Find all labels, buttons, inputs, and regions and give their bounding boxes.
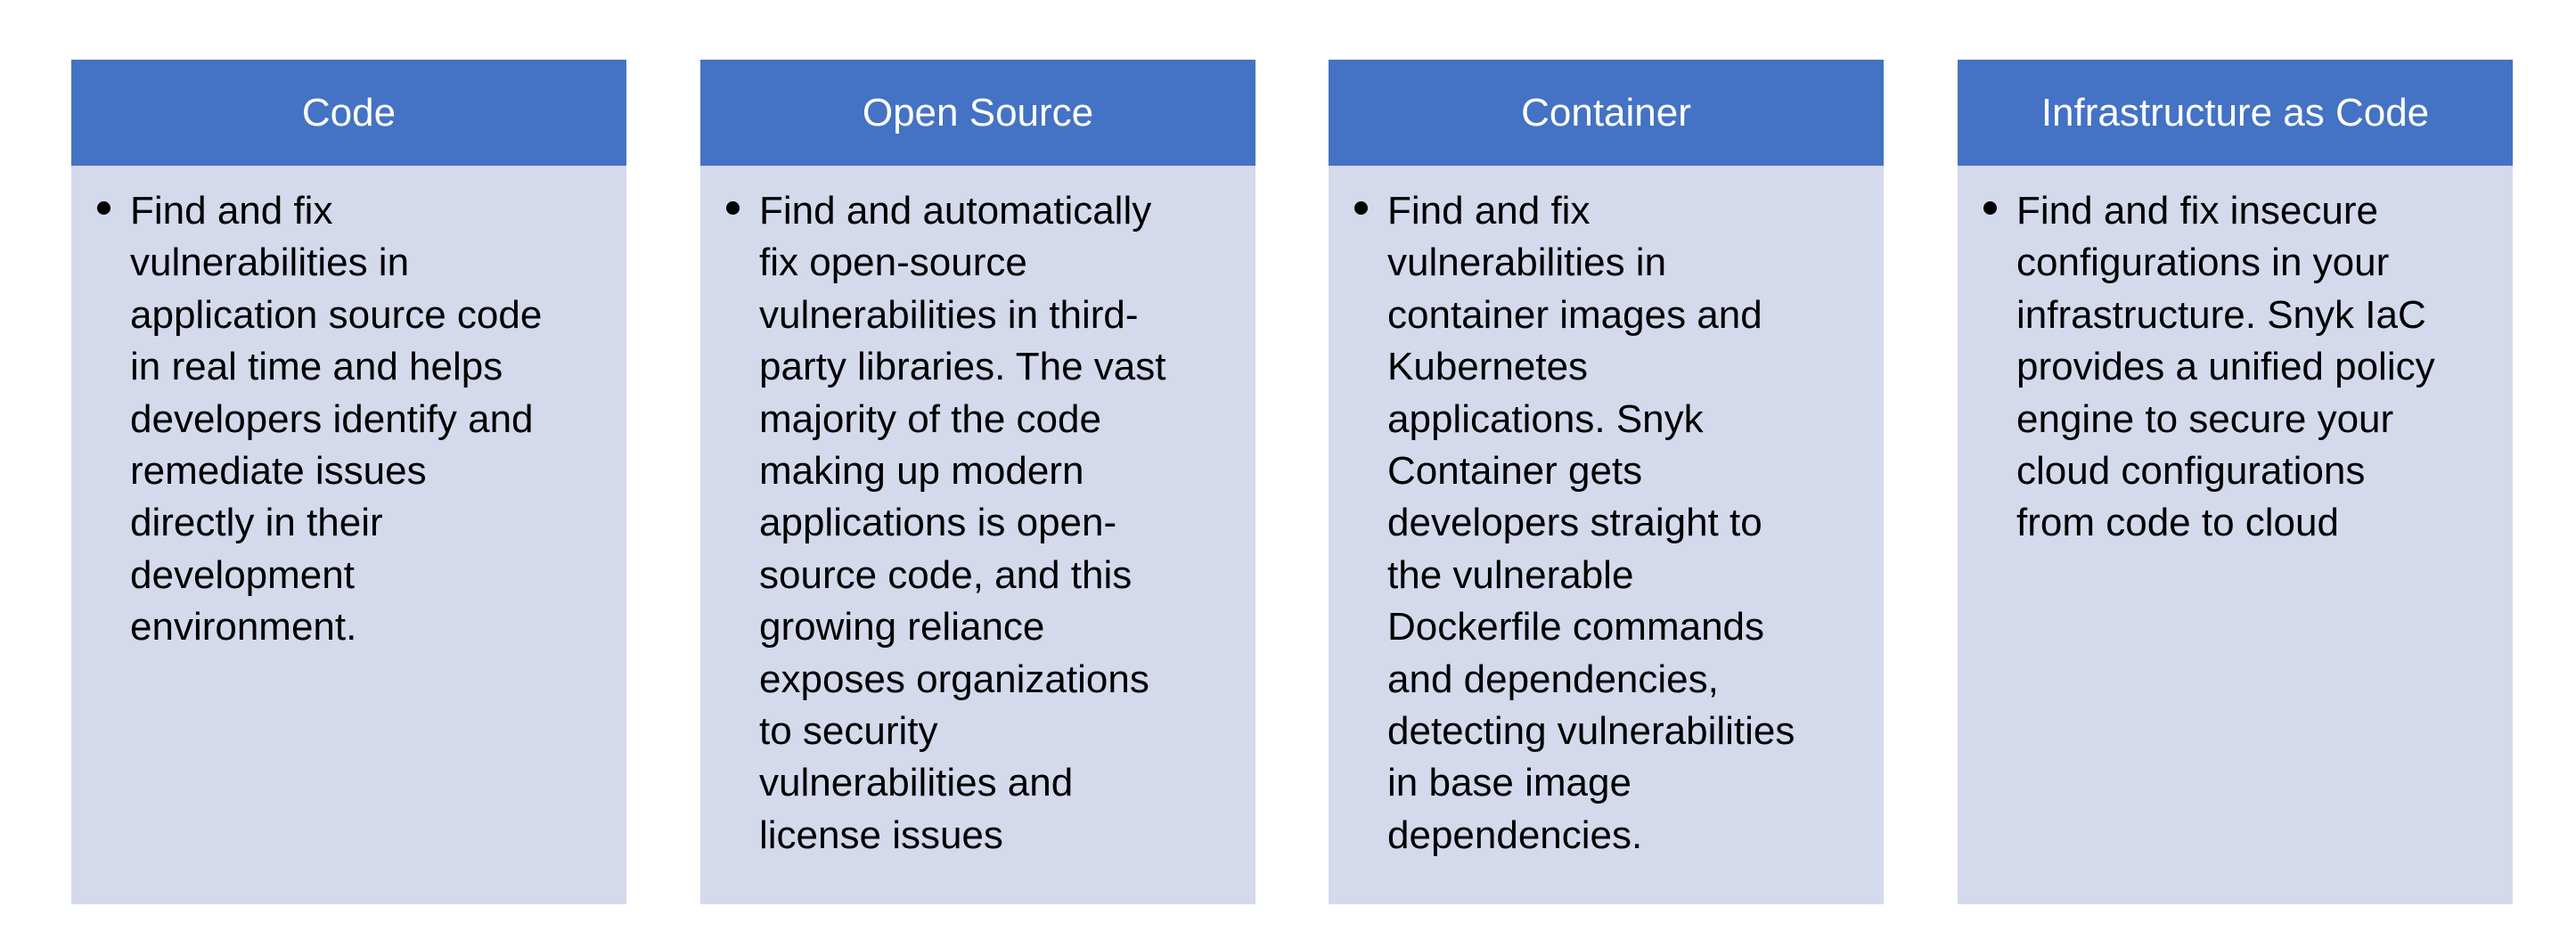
column-open-source: Open Source Find and automatically fix o… <box>700 60 1255 904</box>
column-code-header: Code <box>71 60 626 166</box>
bullet-icon <box>97 201 110 215</box>
column-infrastructure-as-code-description: Find and fix insecure configurations in … <box>2016 189 2435 545</box>
bullet-icon <box>1354 201 1368 215</box>
column-infrastructure-as-code-header: Infrastructure as Code <box>1958 60 2513 166</box>
bullet-icon <box>1983 201 1997 215</box>
column-code-body: Find and fix vulnerabilities in applicat… <box>71 166 626 904</box>
column-code-description: Find and fix vulnerabilities in applicat… <box>130 189 543 649</box>
column-infrastructure-as-code: Infrastructure as Code Find and fix inse… <box>1958 60 2513 904</box>
column-open-source-header: Open Source <box>700 60 1255 166</box>
column-open-source-body: Find and automatically fix open-source v… <box>700 166 1255 904</box>
column-open-source-description: Find and automatically fix open-source v… <box>759 189 1166 857</box>
column-container-header: Container <box>1329 60 1884 166</box>
column-container: Container Find and fix vulnerabilities i… <box>1329 60 1884 904</box>
column-infrastructure-as-code-body: Find and fix insecure configurations in … <box>1958 166 2513 904</box>
column-container-description: Find and fix vulnerabilities in containe… <box>1387 189 1795 857</box>
column-container-body: Find and fix vulnerabilities in containe… <box>1329 166 1884 904</box>
column-code: Code Find and fix vulnerabilities in app… <box>71 60 626 904</box>
bullet-icon <box>726 201 740 215</box>
